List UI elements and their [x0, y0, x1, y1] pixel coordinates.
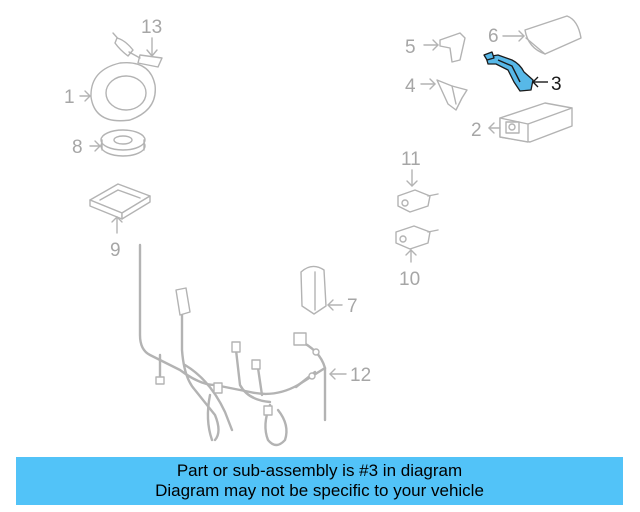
info-banner: Part or sub-assembly is #3 in diagram Di…	[16, 457, 623, 505]
parts-diagram: 13 1 8 9 6 5	[64, 15, 582, 447]
callout-3: 3	[551, 74, 562, 95]
part-4-bracket[interactable]	[420, 78, 468, 111]
part-10-sensor[interactable]	[395, 225, 439, 263]
callout-10: 10	[399, 269, 420, 290]
callout-7: 7	[347, 296, 358, 317]
callout-11: 11	[401, 149, 421, 170]
part-8-clockspring[interactable]	[89, 129, 146, 157]
callout-5: 5	[405, 37, 416, 58]
banner-line-2: Diagram may not be specific to your vehi…	[155, 481, 484, 500]
callout-8: 8	[72, 137, 83, 158]
part-13-sensor[interactable]	[112, 32, 163, 68]
callout-4: 4	[405, 76, 416, 97]
callout-1: 1	[64, 87, 75, 108]
part-7-side-airbag[interactable]	[300, 265, 343, 315]
callout-13: 13	[141, 17, 162, 38]
part-1-airbag-module[interactable]	[79, 61, 156, 122]
part-6-cover[interactable]	[502, 15, 582, 55]
part-3-bracket-highlighted[interactable]	[483, 51, 548, 92]
part-9-control-module[interactable]	[89, 183, 151, 234]
callout-6: 6	[488, 26, 499, 47]
banner-line-1: Part or sub-assembly is #3 in diagram	[176, 461, 463, 480]
part-2-passenger-airbag[interactable]	[488, 102, 573, 143]
part-11-sensor[interactable]	[397, 169, 439, 213]
part-5-bracket[interactable]	[423, 32, 466, 63]
part-12-wiring-harness[interactable]	[138, 243, 347, 447]
callout-2: 2	[471, 120, 482, 141]
callout-9: 9	[110, 240, 121, 261]
callout-12: 12	[350, 365, 371, 386]
